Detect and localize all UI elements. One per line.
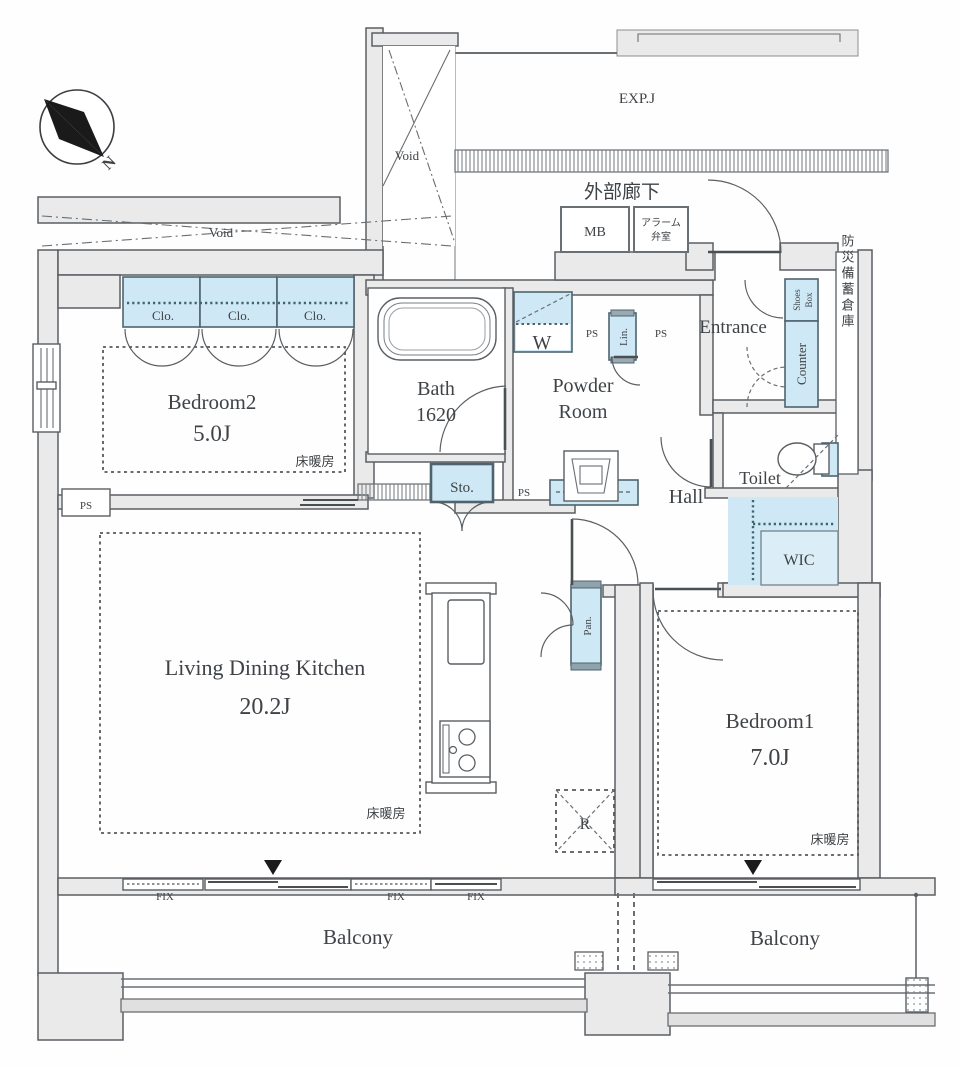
toilet-label: Toilet — [739, 468, 781, 488]
outer-corridor-label: 外部廊下 — [584, 181, 660, 203]
powder-room-label-2: Room — [559, 401, 608, 423]
washer-space — [513, 291, 573, 353]
refrigerator-space — [555, 789, 615, 853]
shoes-box-label-2: Box — [804, 292, 814, 308]
windows — [32, 343, 861, 891]
bedroom1-size-label: 7.0J — [750, 745, 789, 771]
counter-label: Counter — [794, 342, 809, 385]
pantry — [540, 580, 602, 671]
toilet-fixture — [660, 432, 841, 489]
meter-box — [560, 206, 689, 253]
expansion-joint-label: EXP.J — [619, 91, 655, 107]
closet-label-2: Clo. — [228, 308, 250, 323]
washer-label: W — [533, 332, 552, 354]
linen-label: Lin. — [618, 328, 630, 346]
linen-closet — [608, 309, 637, 364]
ps-label-powder-right: PS — [655, 328, 667, 340]
bathtub — [377, 297, 497, 361]
interior-doors — [300, 355, 724, 661]
drain-pipe — [905, 977, 929, 1013]
bedroom2-label: Bedroom2 — [168, 390, 257, 414]
hall-storage — [429, 462, 495, 532]
balcony-structures — [120, 892, 936, 1027]
kitchen-stove — [439, 720, 491, 778]
floor-heating-ldk: 床暖房 — [366, 806, 405, 821]
compass: N — [39, 89, 120, 173]
refrigerator-label: R — [580, 816, 591, 833]
ps-label-bedroom2: PS — [80, 500, 92, 512]
alarm-valve-label-1: アラーム — [641, 217, 681, 229]
closet-label-1: Clo. — [152, 308, 174, 323]
balcony-left-label: Balcony — [323, 925, 393, 949]
bedroom1-label: Bedroom1 — [726, 709, 815, 733]
ldk-size-label: 20.2J — [239, 694, 290, 720]
ldk-label: Living Dining Kitchen — [165, 655, 365, 680]
room-dashed-borders — [99, 346, 859, 856]
entrance-label: Entrance — [699, 317, 767, 338]
entrance-counter — [784, 320, 819, 408]
bathroom — [367, 287, 507, 455]
pantry-label: Pan. — [582, 616, 594, 636]
wic-label: WIC — [783, 552, 814, 569]
alarm-valve-label-2: 弁室 — [651, 230, 671, 243]
walk-in-closet — [728, 497, 839, 586]
ps-label-powder-left: PS — [586, 328, 598, 340]
fix-label-1: FIX — [156, 891, 174, 903]
bedroom2-size-label: 5.0J — [193, 421, 231, 446]
closet-label-3: Clo. — [304, 308, 326, 323]
ps-label-hall: PS — [518, 487, 530, 499]
washbasin — [549, 450, 639, 506]
kitchen-sink — [447, 599, 485, 665]
floor-heating-bedroom1: 床暖房 — [810, 832, 849, 847]
hall-label: Hall — [669, 486, 704, 508]
void-shaft — [41, 46, 456, 247]
fix-label-3: FIX — [467, 891, 485, 903]
window-marker-ldk — [264, 860, 282, 875]
shoes-box-label-1: Shoes — [792, 289, 802, 311]
meter-box-label: MB — [584, 225, 606, 240]
storage-label: Sto. — [450, 480, 474, 496]
kitchen-counter — [425, 582, 497, 794]
powder-room-label-1: Powder — [552, 375, 613, 397]
balcony-right-label: Balcony — [750, 926, 820, 950]
bedroom2-closets — [122, 276, 355, 367]
fix-label-2: FIX — [387, 891, 405, 903]
void-shaft-label: Void — [395, 148, 420, 163]
window-marker-bedroom1 — [744, 860, 762, 875]
labels: Void Void EXP.J 外部廊下 MB アラーム 弁室 防災備蓄倉庫 E… — [80, 91, 855, 950]
disaster-storage-strip — [835, 251, 859, 475]
entrance-door — [707, 179, 788, 408]
shoes-box — [784, 278, 819, 322]
pipe-space-box — [61, 488, 111, 517]
disaster-storage-label: 防災備蓄倉庫 — [840, 233, 855, 330]
void-band-label: Void — [209, 225, 234, 240]
floor-heating-bedroom2: 床暖房 — [295, 454, 334, 469]
bath-label: Bath — [417, 378, 455, 400]
bath-size-label: 1620 — [416, 404, 456, 426]
